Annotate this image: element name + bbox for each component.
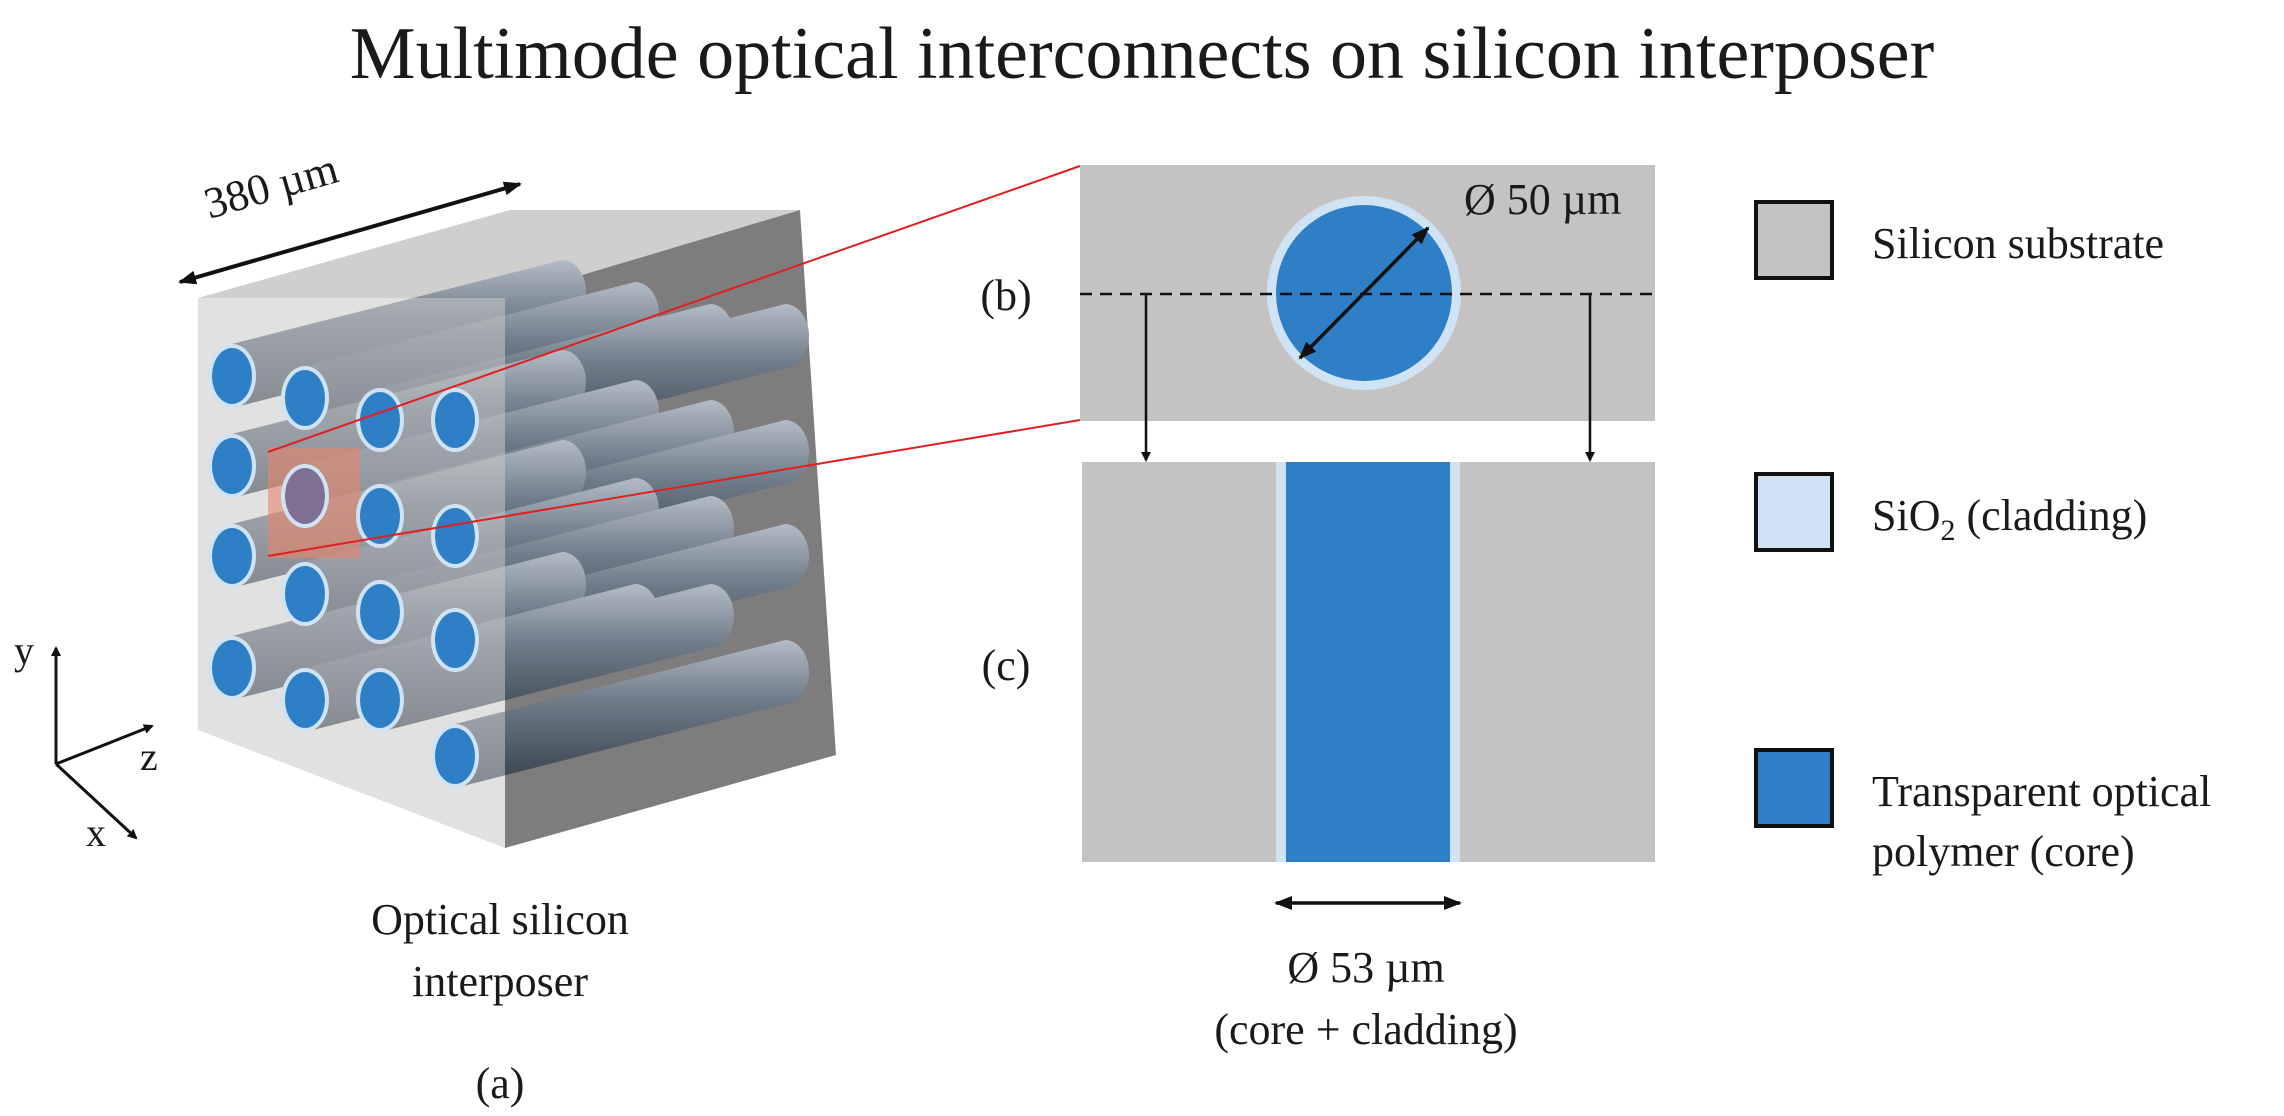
y-axis-label: y: [14, 628, 34, 673]
panel-c-diameter-note: (core + cladding): [1214, 1005, 1517, 1054]
waveguide-endface-core: [360, 488, 400, 544]
x-axis: [54, 762, 138, 840]
waveguide-endface-core: [435, 612, 475, 668]
panel-b-diameter-label: Ø 50 µm: [1464, 175, 1621, 224]
waveguide-endfaces: [208, 344, 479, 788]
z-axis: [55, 724, 154, 766]
waveguide-endface-core: [212, 348, 252, 404]
waveguide-endface-core: [285, 566, 325, 622]
waveguide-rod: [455, 640, 809, 788]
legend-label-core-line2: polymer (core): [1872, 827, 2135, 876]
waveguide-endface-core: [212, 528, 252, 584]
panel-c-core: [1286, 462, 1450, 862]
width-dimension-arrow: [178, 181, 522, 285]
panel-c-diameter-label: Ø 53 µm: [1287, 943, 1444, 992]
panel-a-caption-line1: Optical silicon: [371, 895, 629, 944]
width-dimension-label: 380 µm: [199, 144, 344, 229]
legend-swatch-core: [1754, 748, 1834, 828]
waveguide-endface-core: [435, 508, 475, 564]
panel-c-longitudinal-section: [1082, 462, 1655, 862]
waveguide-endface-core: [360, 584, 400, 640]
waveguide-endface-core: [360, 392, 400, 448]
waveguide-endface-core: [435, 392, 475, 448]
panel-b-label: (b): [980, 271, 1031, 320]
coordinate-axes: y z x: [14, 628, 158, 855]
callout-line-bottom: [267, 419, 1081, 557]
panel-a-caption-line2: interposer: [412, 957, 588, 1006]
waveguide-endface-core: [435, 728, 475, 784]
interposer-block: [198, 165, 1081, 848]
x-axis-label: x: [86, 810, 106, 855]
legend: Silicon substrate SiO2 (cladding) Transp…: [1754, 200, 2211, 876]
legend-label-core-line1: Transparent optical: [1872, 767, 2211, 816]
waveguide-endface-core: [285, 468, 325, 524]
waveguide-endface-core: [212, 438, 252, 494]
figure-title: Multimode optical interconnects on silic…: [350, 13, 1934, 95]
waveguide-endface-core: [285, 672, 325, 728]
waveguide-endface-core: [285, 370, 325, 426]
legend-label-substrate: Silicon substrate: [1872, 219, 2164, 268]
callout-line-top: [267, 165, 1081, 453]
waveguide-endface-core: [360, 672, 400, 728]
legend-label-cladding: SiO2 (cladding): [1872, 491, 2147, 547]
panel-a-label: (a): [476, 1059, 525, 1108]
waveguide-endface-core: [212, 640, 252, 696]
block-front-face: [198, 298, 505, 848]
panel-b-cross-section: [1080, 165, 1655, 421]
legend-swatch-substrate: [1754, 200, 1834, 280]
legend-swatch-cladding: [1754, 472, 1834, 552]
panel-c-label: (c): [982, 641, 1031, 690]
z-axis-label: z: [140, 734, 158, 779]
